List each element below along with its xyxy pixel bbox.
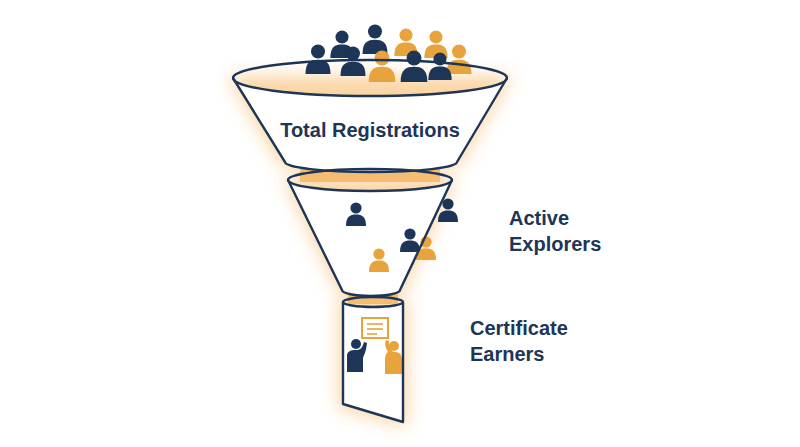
funnel-outline <box>285 165 630 297</box>
stage-label: Total Registrations <box>225 117 515 143</box>
stage-label: Certificate Earners <box>470 315 595 367</box>
funnel-outline <box>225 55 515 170</box>
funnel-top-section: Total Registrations <box>225 55 515 170</box>
funnel-bottom-section: Certificate Earners <box>335 295 625 430</box>
funnel-middle-section: Active Explorers <box>285 165 630 297</box>
stage-label: Active Explorers <box>509 205 627 257</box>
